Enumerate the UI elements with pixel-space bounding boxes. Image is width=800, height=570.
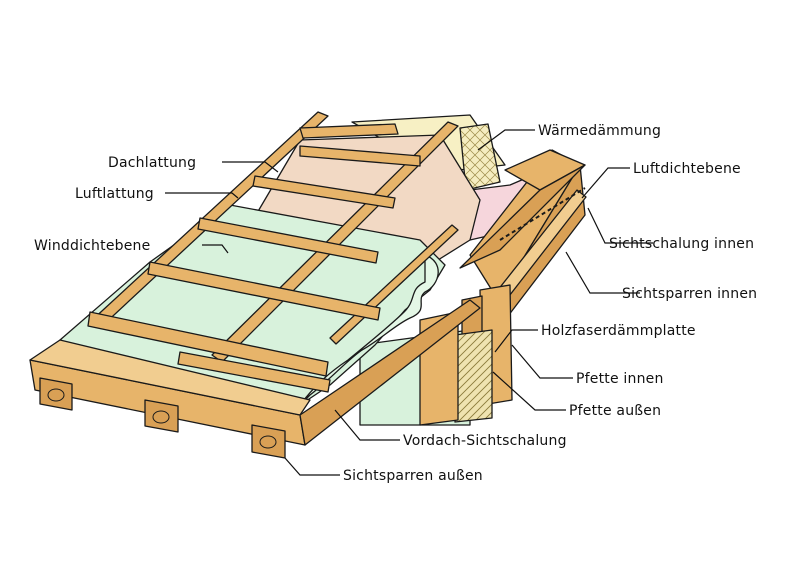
leader-sichtsparren-aussen [284,457,340,476]
roof-sheathing-edge [299,299,481,446]
label-luftlattung: Luftlattung [75,186,154,202]
label-sichtsparren-aussen: Sichtsparren außen [343,468,483,484]
leader-sichtsparren-innen [565,251,640,294]
leader-dachlattung [222,161,279,173]
label-vordach-sichtschalung: Vordach-Sichtschalung [403,433,567,449]
leader-pfette-innen [511,344,573,379]
label-luftdichtebene: Luftdichtebene [633,161,741,177]
roof-batten-3 [252,175,396,209]
label-sichtsparren-innen: Sichtsparren innen [622,286,757,302]
ridge-beam [459,149,586,269]
leader-winddichtebene [202,244,229,254]
label-dachlattung: Dachlattung [108,155,196,171]
leader-sichtschalung-innen [587,207,653,244]
roof-battens [87,123,421,393]
leader-waermedaemmung [477,129,535,151]
rafter-end-2 [144,399,179,433]
labels: Wärmedämmung Luftdichtebene Dachlattung … [34,123,757,484]
roof-batten-7 [177,351,331,393]
rafter-end-2-grain [152,410,170,424]
rafter-end-1 [39,377,73,411]
airtight-seal-line [499,187,586,241]
leader-pfette-aussen [492,371,566,411]
leader-luftdichtebene [581,167,630,199]
label-sichtschalung-innen: Sichtschalung innen [609,236,754,252]
rafter-end-3-grain [259,435,277,449]
label-waermedaemmung: Wärmedämmung [538,123,661,139]
label-pfette-innen: Pfette innen [576,371,664,387]
roof-batten-6 [87,311,329,377]
rafter-end-3 [251,424,286,459]
roof-batten-5 [147,261,381,321]
leader-holzfaserdaemmplatte [494,329,538,353]
label-pfette-aussen: Pfette außen [569,403,661,419]
rafter-end-1-grain [47,388,65,402]
fiberboard-panel [454,329,493,423]
eave-board-top [29,339,311,416]
roof-batten-2 [299,145,421,167]
roof-batten-4 [197,217,379,264]
roof-batten-1 [299,123,399,139]
leader-vordach-sichtschalung [334,409,400,441]
ridge-beam-face [459,164,586,269]
label-winddichtebene: Winddichtebene [34,238,150,254]
label-holzfaserdaemmplatte: Holzfaserdämmplatte [541,323,696,339]
leader-luftlattung [165,192,239,199]
leader-lines [165,129,653,476]
